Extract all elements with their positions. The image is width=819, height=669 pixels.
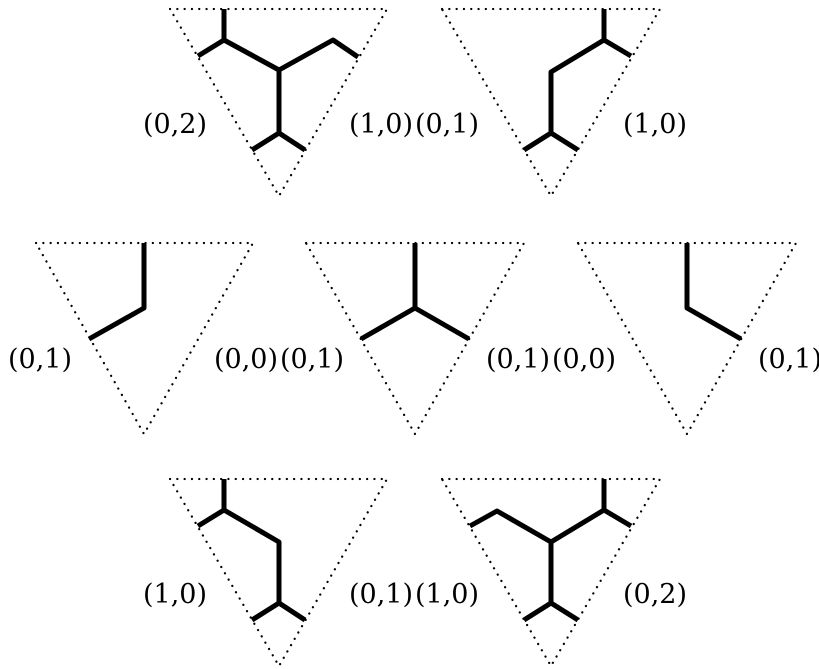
tree-branch-left [468, 508, 553, 545]
triangle-outline [168, 7, 389, 199]
tree-bottom-fork [522, 130, 580, 153]
diagram-4: (0,1) (0,1) [280, 241, 550, 437]
right-label: (0,1) [758, 344, 819, 375]
left-label: (0,0) [552, 344, 616, 375]
left-label: (0,2) [143, 109, 207, 140]
tree-branch-left [222, 37, 281, 73]
right-label: (0,1) [486, 344, 550, 375]
tree-top-stem [601, 479, 633, 529]
tree-path [684, 243, 743, 342]
left-label: (1,0) [143, 579, 207, 610]
tree-bottom-fork [250, 600, 307, 623]
diagram-5: (0,0) (0,1) [552, 241, 819, 437]
left-label: (0,1) [8, 344, 72, 375]
tree-top-stem [196, 9, 227, 59]
right-label: (1,0) [623, 109, 687, 140]
right-label: (0,1) [349, 579, 413, 610]
tree-branch-right [277, 37, 360, 73]
left-label: (1,0) [415, 579, 479, 610]
tree-bottom-fork [250, 130, 307, 153]
tree-path [221, 479, 282, 603]
triangle-outline [168, 477, 389, 669]
triangle-outline [440, 477, 662, 669]
right-label: (0,0) [214, 344, 278, 375]
diagram-1: (0,2) (1,0) [143, 7, 413, 199]
tree-fork [359, 305, 471, 342]
right-label: (1,0) [349, 109, 413, 140]
left-label: (0,1) [415, 109, 479, 140]
tree-bottom-fork [522, 600, 580, 623]
diagram-2: (0,1) (1,0) [415, 7, 687, 199]
left-label: (0,1) [280, 344, 344, 375]
diagram-6: (1,0) (0,1) [143, 477, 413, 669]
triangle-outline [440, 7, 662, 199]
right-label: (0,2) [623, 579, 687, 610]
tree-top-fork [602, 37, 633, 59]
diagram-7: (1,0) (0,2) [415, 477, 687, 669]
tree-path [548, 9, 607, 133]
tree-path [87, 243, 147, 342]
diagram-3: (0,1) (0,0) [8, 241, 278, 437]
tree-top-fork [196, 507, 226, 529]
tree-branch-right [549, 507, 606, 545]
